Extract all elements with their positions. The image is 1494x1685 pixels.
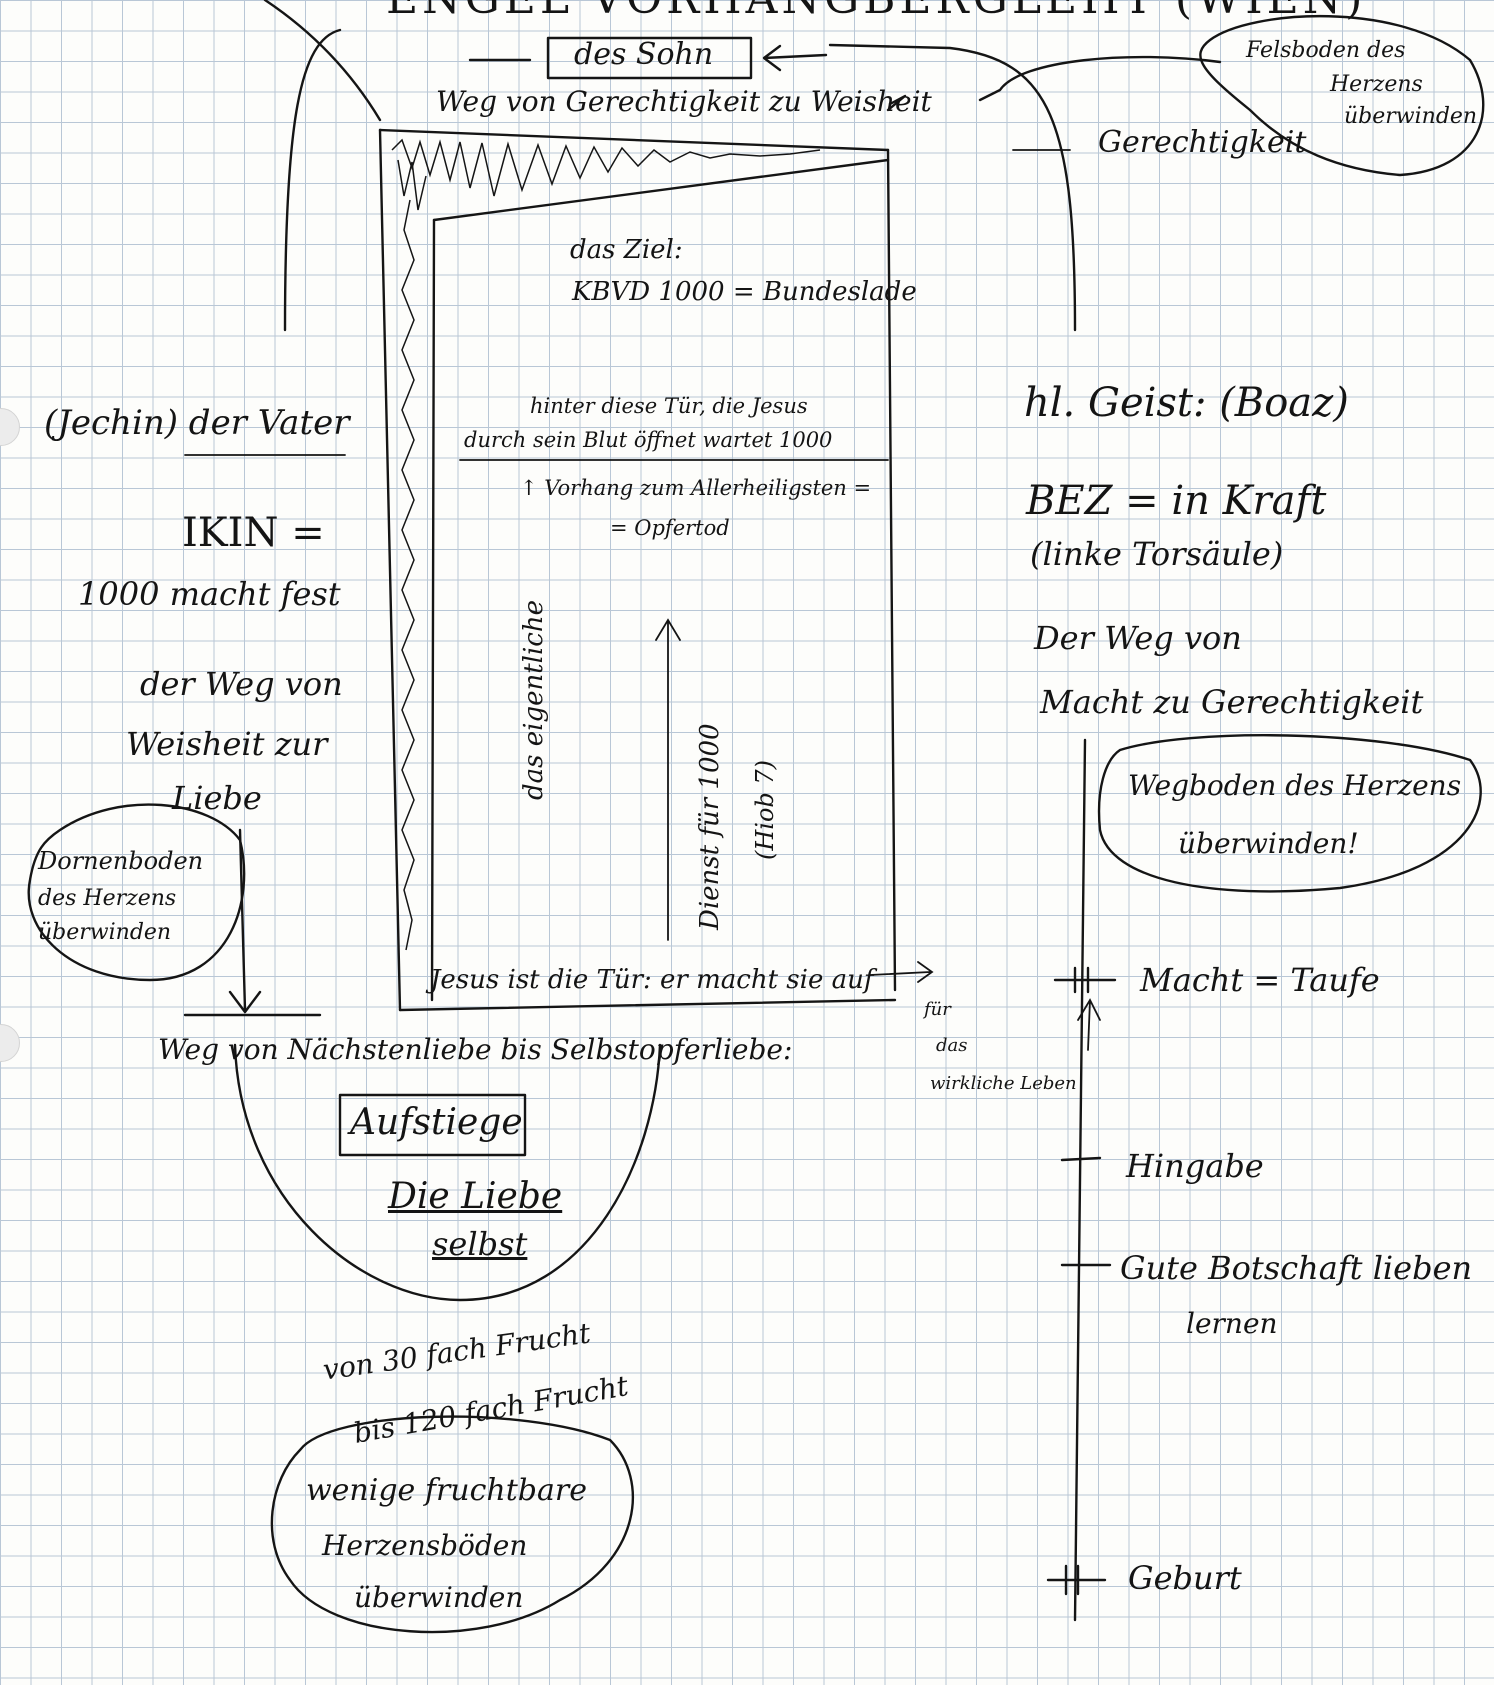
aufstiege-label: Aufstiege: [350, 1102, 523, 1143]
bubble-bottom-line-2: Herzensböden: [322, 1529, 528, 1562]
gerechtigkeit-label: Gerechtigkeit: [1098, 125, 1307, 160]
bubble-bottom-line-3: überwinden: [354, 1581, 524, 1614]
ikin-label: IKIN =: [182, 510, 325, 556]
father-line-4: Liebe: [172, 779, 262, 817]
father-line-1: 1000 macht fest: [78, 575, 341, 613]
rotated-label-right-2: (Hiob 7): [751, 759, 779, 860]
bubble-top-right-line-3: überwinden: [1344, 104, 1478, 129]
timeline-tick-geburt: [1046, 1564, 1107, 1596]
father-line-3: Weisheit zur: [126, 725, 328, 763]
timeline-tick-hingabe: [1060, 1156, 1102, 1162]
timeline-label-macht: Macht = Taufe: [1140, 961, 1380, 999]
father-label: (Jechin) der Vater: [44, 403, 350, 443]
son-box-right-arrow: [762, 44, 828, 72]
goal-line-2: KBVD 1000 = Bundeslade: [572, 277, 917, 307]
door-frame: [378, 128, 897, 1012]
door-note-3: wirkliche Leben: [930, 1073, 1077, 1094]
bubble-top-right-outline: [1199, 15, 1485, 177]
bubble-bottom-outline: [270, 1415, 635, 1634]
door-note-1: für: [924, 999, 951, 1020]
bubble-left-outline: [27, 803, 246, 982]
right-arc: [828, 43, 1077, 332]
path-bottom-label: Weg von Nächstenliebe bis Selbstopferlie…: [158, 1033, 793, 1066]
left-arc: [283, 28, 342, 332]
bubble-bottom-line-1: wenige fruchtbare: [306, 1473, 587, 1508]
rotated-label-right-1: Dienst für 1000: [695, 723, 725, 930]
door-arrow: [869, 961, 934, 983]
timeline-axis: [1073, 738, 1087, 1622]
page-title: ENGEL VORHANGBERGLEHT (WIEN): [386, 0, 1366, 25]
bez-line-1: BEZ = in Kraft: [1026, 478, 1327, 524]
love-line-2: selbst: [432, 1225, 528, 1263]
goal-line-1: das Ziel:: [570, 235, 683, 265]
timeline-label-lernen: lernen: [1186, 1307, 1278, 1340]
veil-note-line-2: = Opfertod: [610, 516, 730, 540]
bez-line-2: (linke Torsäule): [1030, 535, 1284, 573]
father-line-2: der Weg von: [140, 665, 343, 703]
love-bowl: [233, 1043, 662, 1302]
veil-text-line-1: hinter diese Tür, die Jesus: [530, 394, 808, 418]
left-arc-top: [263, 0, 382, 122]
love-line-1: Die Liebe: [388, 1176, 563, 1217]
veil-note-line-1: ↑ Vorhang zum Allerheiligsten =: [520, 476, 872, 500]
bubble-left-line-1: Dornenboden: [38, 847, 204, 875]
wisdom-arrow: [228, 828, 262, 1014]
right-arc-from-bubble: [886, 55, 1222, 112]
timeline-arrow: [1077, 998, 1101, 1051]
door-note-2: das: [936, 1035, 968, 1056]
spirit-path-line-1: Der Weg von: [1034, 619, 1242, 657]
bubble-right-outline: [1097, 734, 1482, 893]
timeline-tick-macht: [1053, 966, 1117, 994]
timeline-label-geburt: Geburt: [1128, 1559, 1242, 1597]
bubble-right-line-2: überwinden!: [1178, 827, 1359, 860]
spirit-path-line-2: Macht zu Gerechtigkeit: [1040, 683, 1424, 721]
door-label: Jesus ist die Tür: er macht sie auf: [430, 965, 874, 995]
aufstiege-frame: [338, 1093, 527, 1157]
bubble-left-line-3: überwinden: [38, 920, 172, 945]
son-box-label: des Sohn: [574, 37, 714, 72]
veil-text-line-2: durch sein Blut öffnet wartet 1000: [464, 428, 833, 452]
path-top-label: Weg von Gerechtigkeit zu Weisheit: [436, 85, 932, 118]
bubble-top-right-line-1: Felsboden des: [1246, 38, 1406, 63]
son-box-frame: [546, 36, 753, 80]
rotated-label-left: das eigentliche: [519, 599, 549, 800]
bubble-top-right-line-2: Herzens: [1330, 72, 1423, 97]
bubble-left-line-2: des Herzens: [38, 886, 177, 911]
hatched-lintel: [391, 138, 821, 951]
spirit-label: hl. Geist: (Boaz): [1024, 380, 1349, 426]
timeline-label-botschaft: Gute Botschaft lieben: [1120, 1249, 1473, 1287]
bubble-right-line-1: Wegboden des Herzens: [1128, 769, 1462, 802]
service-arrow: [655, 618, 681, 941]
timeline-label-hingabe: Hingabe: [1126, 1147, 1264, 1185]
